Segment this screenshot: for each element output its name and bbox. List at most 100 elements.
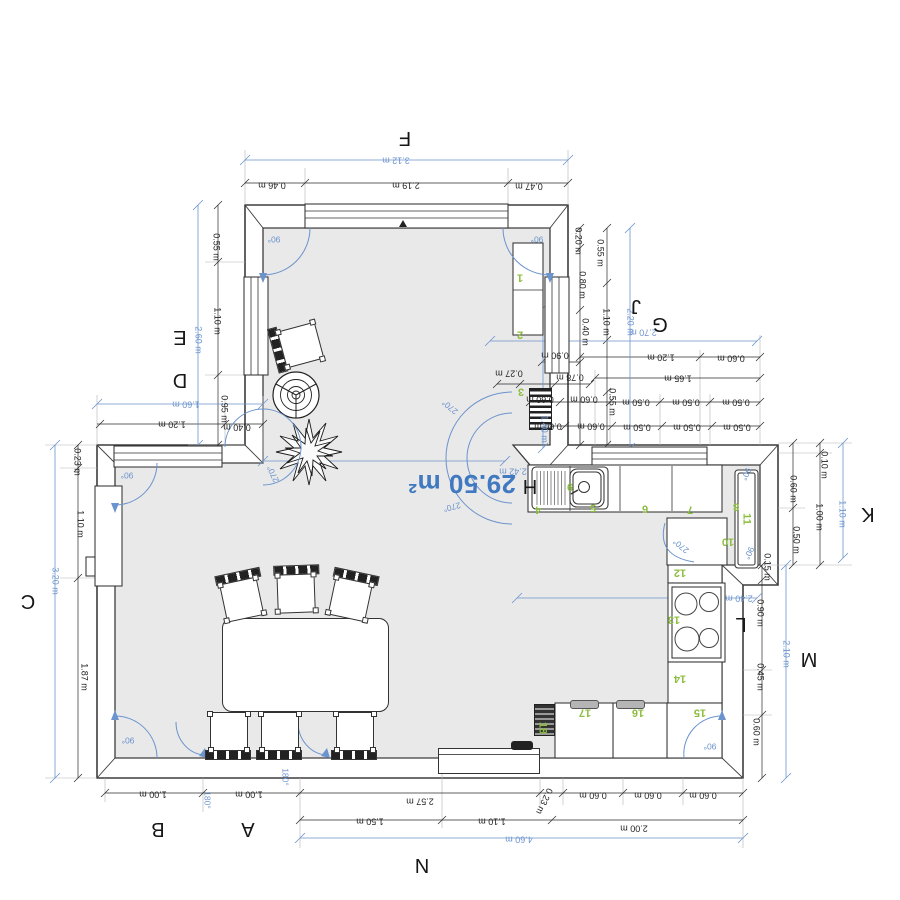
angle-arc	[114, 462, 158, 506]
dimension-tick	[555, 397, 565, 407]
cabinet	[612, 702, 668, 759]
angle-arc	[445, 391, 513, 525]
dimension-tick	[91, 398, 103, 410]
dimension-tick	[240, 178, 250, 188]
dimension-tick	[757, 773, 767, 783]
dimension-tick	[294, 832, 306, 844]
faucet-icon	[570, 489, 579, 495]
plant	[284, 427, 334, 477]
dimension-tick	[757, 665, 767, 675]
arc-arrow-icon	[321, 748, 330, 758]
dimension-tick	[499, 455, 511, 467]
dimension-tick	[780, 559, 792, 571]
round-table	[275, 383, 297, 396]
dimension-tick	[560, 421, 570, 431]
dimension-tick	[258, 419, 268, 429]
dimension-tick	[757, 560, 767, 570]
burner-icon	[699, 592, 719, 612]
angle-arc	[662, 522, 695, 563]
window	[544, 276, 570, 374]
dimension-tick	[192, 199, 204, 211]
dimension-tick	[198, 788, 208, 798]
dimension-tick	[213, 257, 223, 267]
wall-miter	[721, 757, 744, 779]
angle-arc	[224, 408, 302, 486]
dimension-tick	[295, 788, 305, 798]
arc-arrow-icon	[111, 503, 119, 513]
dimension-tick	[95, 419, 105, 429]
dimension-tick	[484, 335, 496, 347]
cabinet	[666, 702, 723, 759]
dimension-tick	[535, 788, 545, 798]
dimension-tick	[738, 815, 748, 825]
dimension-tick	[575, 243, 585, 253]
dimension-tick	[602, 335, 612, 345]
dimension-tick	[705, 397, 715, 407]
wall-miter	[549, 444, 569, 466]
dimension-tick	[837, 437, 849, 449]
dimension-tick	[602, 223, 612, 233]
dimension-tick	[624, 222, 636, 234]
corner-cabinet	[666, 517, 728, 566]
dimension-tick	[49, 439, 61, 451]
dimension-tick	[755, 421, 765, 431]
dimension-tick	[437, 815, 447, 825]
dimension-tick	[295, 815, 305, 825]
door-handle-icon	[85, 556, 96, 577]
wall-miter	[759, 564, 779, 586]
wall-miter	[512, 444, 531, 466]
dimension-tick	[492, 379, 502, 389]
dimension-tick	[707, 421, 717, 431]
dimension-tick	[655, 397, 665, 407]
dimension-tick	[220, 419, 230, 429]
dimension-tick	[590, 373, 600, 383]
dimension-tick	[562, 154, 574, 166]
dimension-tick	[73, 463, 83, 473]
wall-miter	[244, 204, 264, 229]
dimension-tick	[757, 710, 767, 720]
dimension-tick	[751, 335, 763, 347]
wall-miter	[96, 757, 116, 779]
angle-arc	[262, 227, 311, 276]
dimension-tick	[602, 387, 612, 397]
dimension-tick	[575, 305, 585, 315]
dimension-tick	[607, 421, 617, 431]
dimension-tick	[780, 772, 792, 784]
dimension-tick	[737, 832, 749, 844]
dimension-tick	[815, 438, 825, 448]
round-table	[295, 383, 317, 396]
dimension-tick	[575, 223, 585, 233]
burner-icon	[699, 628, 719, 648]
dimension-tick	[73, 773, 83, 783]
cabinet	[554, 702, 614, 759]
dimension-tick	[257, 455, 269, 467]
angle-arc	[683, 715, 723, 759]
dimension-tick	[695, 352, 705, 362]
dimension-tick	[511, 592, 523, 604]
angle-arc	[466, 412, 513, 504]
dimension-tick	[300, 178, 310, 188]
dimension-tick	[515, 379, 525, 389]
dimension-tick	[757, 575, 767, 585]
dimension-tick	[563, 178, 573, 188]
dimension-tick	[73, 440, 83, 450]
dimension-tick	[550, 379, 560, 389]
dimension-tick	[755, 397, 765, 407]
cabinet	[512, 242, 544, 336]
window	[304, 203, 509, 229]
angle-arc	[114, 715, 158, 759]
wall-miter	[96, 444, 116, 464]
arc-arrow-icon	[111, 710, 119, 720]
dimension-tick	[618, 788, 628, 798]
dimension-tick	[239, 154, 251, 166]
dimension-tick	[815, 448, 825, 458]
dimension-tick	[788, 503, 798, 513]
faucet-icon	[578, 481, 590, 493]
cabinet	[667, 661, 723, 704]
dimension-tick	[837, 552, 849, 564]
arc-arrow-icon	[259, 273, 267, 283]
dimension-tick	[602, 278, 612, 288]
wall-miter	[549, 204, 569, 229]
dimension-tick	[100, 788, 110, 798]
